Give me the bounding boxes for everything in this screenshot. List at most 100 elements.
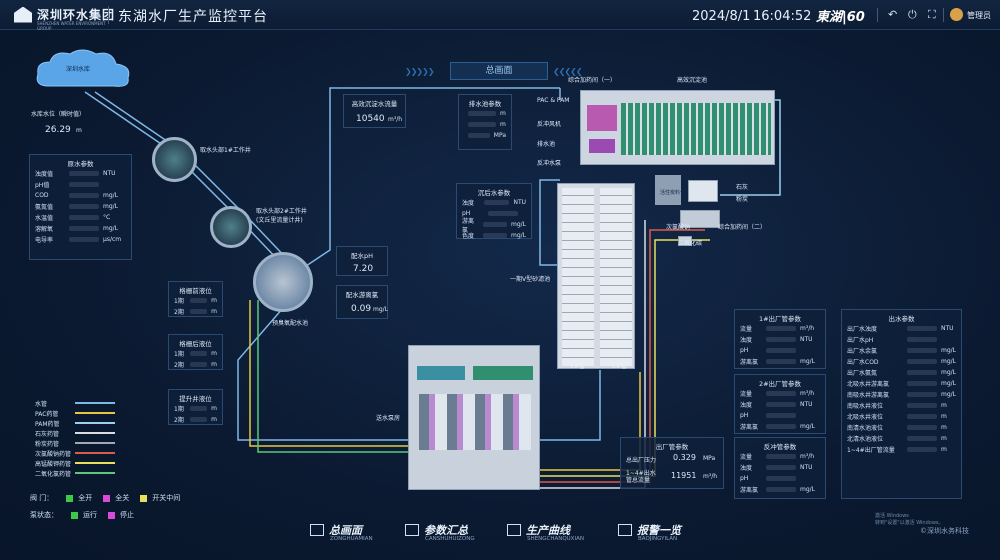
param-value xyxy=(907,326,937,331)
param-label: pH xyxy=(740,475,749,482)
water-level-title: 水库水位（瞬时值） xyxy=(31,111,86,118)
param-label: 色度 xyxy=(462,233,475,240)
param-unit: NTU xyxy=(513,199,526,206)
intake-well-2[interactable] xyxy=(210,206,252,248)
legend-item: 水管 xyxy=(35,398,115,408)
naclo-tanks[interactable] xyxy=(680,210,720,228)
param-value xyxy=(766,326,796,331)
param-value xyxy=(488,211,518,216)
fullscreen-icon[interactable]: ⛶ xyxy=(928,8,936,21)
pre-ozone-tank[interactable] xyxy=(253,252,313,312)
v-filter[interactable] xyxy=(557,183,635,369)
param-unit: NTU xyxy=(941,325,954,332)
dosing-tank xyxy=(587,105,617,131)
grille-front-title: 格栅前液位 xyxy=(179,287,212,295)
legend-line xyxy=(75,452,115,454)
pump-status-legend: 泵状态： 运行 停止 xyxy=(30,510,134,520)
legend-line xyxy=(75,472,115,474)
legend-line xyxy=(75,462,115,464)
water-level-value: 26.29 xyxy=(45,125,71,135)
param-unit: NTU xyxy=(800,464,813,471)
param-label: pH xyxy=(740,412,749,419)
nav-alarms-sublabel: BAOJINGYILAN xyxy=(638,536,678,542)
param-value xyxy=(906,348,937,353)
water-level-unit: m xyxy=(76,127,82,134)
param-label: 浊度 xyxy=(462,200,475,207)
param-row: pH xyxy=(457,208,531,219)
lime-tanks[interactable] xyxy=(688,180,718,202)
legend-label: 高锰酸钾药管 xyxy=(35,460,72,468)
param-label: pH xyxy=(462,210,471,217)
aeration-label: 反冲风机 xyxy=(537,121,562,128)
param-label: 流量 xyxy=(740,391,753,398)
param-value xyxy=(906,370,937,375)
power-icon[interactable]: ⏻ xyxy=(908,8,917,21)
lift-well-title: 提升井液位 xyxy=(179,395,212,403)
param-value xyxy=(766,465,796,470)
free-cl-unit: mg/L xyxy=(373,306,389,313)
legend-item: PAM药管 xyxy=(35,418,115,428)
param-value xyxy=(69,237,99,242)
user-name[interactable]: 管理员 xyxy=(967,11,991,20)
carbon-silo[interactable] xyxy=(655,175,681,205)
param-label: 北吸水井游离氯 xyxy=(847,381,890,388)
free-cl-value: 0.09 xyxy=(351,304,372,314)
pipe1-label: 1#管 xyxy=(570,363,585,370)
clo2-pipe xyxy=(257,300,410,453)
legend-item: 石灰药管 xyxy=(35,428,115,438)
outlet-main-title: 出厂管参数 xyxy=(655,443,689,451)
nav-overview-label: 总画面 xyxy=(329,524,362,537)
param-unit: m³/h xyxy=(800,453,815,460)
intake-well-1[interactable] xyxy=(152,137,197,182)
dewater-title: 排水池参数 xyxy=(468,100,502,108)
param-value xyxy=(906,392,937,397)
tab-overview[interactable]: 总画面 xyxy=(450,62,548,80)
param-row: 浊度 NTU xyxy=(457,197,531,208)
param-unit: m xyxy=(941,435,947,442)
param-value xyxy=(766,476,796,481)
pump-array xyxy=(419,394,531,450)
legend-label: 水管 xyxy=(35,400,48,408)
back-icon[interactable]: ↶ xyxy=(888,8,898,21)
param-label: 北清水池液位 xyxy=(847,436,884,443)
nav-curves-button[interactable]: 生产曲线 SHENGCHANQUXIAN xyxy=(507,512,584,548)
nav-alarms-button[interactable]: 报警一览 BAOJINGYILAN xyxy=(618,512,681,548)
param-value xyxy=(69,204,99,209)
param-label: 浊度 xyxy=(740,402,753,409)
naclo-pipe xyxy=(540,229,705,483)
clo2-unit[interactable] xyxy=(678,236,692,246)
pump-house[interactable] xyxy=(408,345,540,490)
filter-cells xyxy=(600,188,632,366)
param-label: 水温值 xyxy=(35,215,54,222)
pump-stopped-swatch xyxy=(108,511,115,519)
param-unit: mg/L xyxy=(510,221,526,228)
header-divider xyxy=(108,6,109,24)
avatar[interactable] xyxy=(950,8,963,21)
well2-label: 取水头部2#工作井 (文丘里流量计井) xyxy=(256,208,307,224)
nav-overview-button[interactable]: 总画面 ZONGHUAMIAN xyxy=(310,512,373,548)
param-label: 出厂水pH xyxy=(847,337,874,344)
sedimentation-building[interactable] xyxy=(580,90,775,165)
param-value xyxy=(907,403,937,408)
sedimentation-cells xyxy=(621,103,771,155)
org-subname: SHENZHEN WATER ENVIRONMENT GROUP xyxy=(37,21,106,31)
pipe2-label: 2#管 xyxy=(612,363,627,370)
param-unit: mg/L xyxy=(103,203,119,210)
water-level-panel: 水库水位（瞬时值） 26.29 m xyxy=(29,107,91,139)
param-value xyxy=(484,200,510,205)
pac-label: PAC & PAM xyxy=(537,97,570,104)
nav-params-button[interactable]: 参数汇总 CANSHUHUIZONG xyxy=(405,512,475,548)
valve-status-label: 阀 门： xyxy=(30,494,54,502)
logo-icon xyxy=(14,6,32,23)
valve-mid-swatch xyxy=(140,494,148,502)
param-unit: mg/L xyxy=(510,232,526,239)
param-row: 出厂水pH xyxy=(842,334,961,345)
